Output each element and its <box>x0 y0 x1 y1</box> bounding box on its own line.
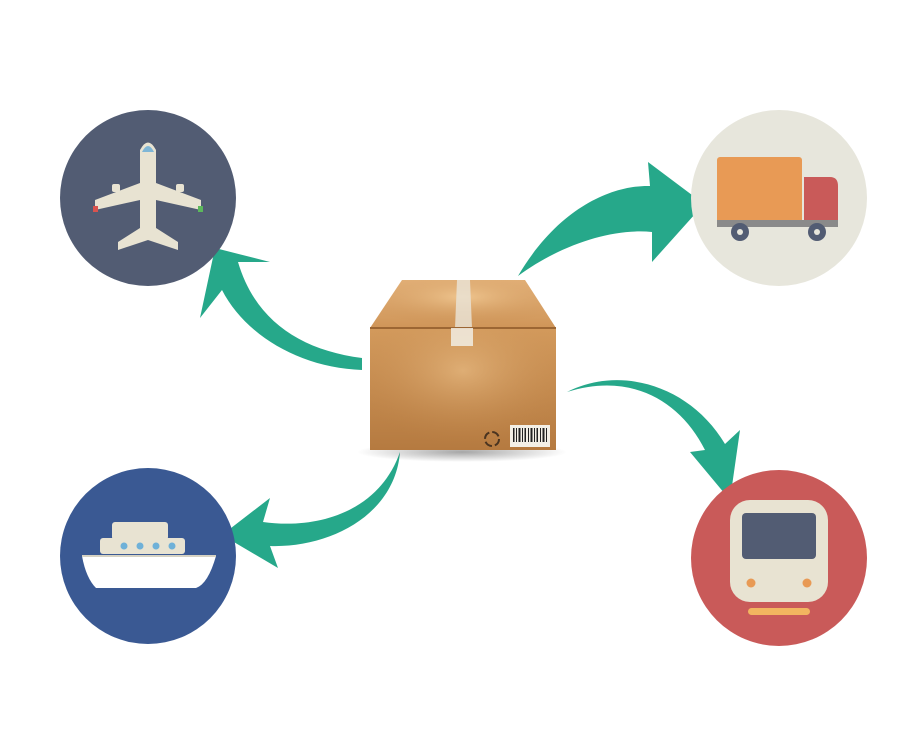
train-icon <box>730 500 828 615</box>
airplane-icon <box>93 142 203 250</box>
arrow-to-truck <box>518 162 704 276</box>
arrow-to-air <box>200 248 362 370</box>
arrow-to-train <box>567 380 740 500</box>
arrow-to-ship <box>222 452 400 568</box>
rail-transport-node <box>691 470 867 646</box>
sea-transport-node <box>60 468 236 644</box>
recycle-icon <box>484 431 500 447</box>
barcode-icon <box>510 425 550 447</box>
air-transport-node <box>60 110 236 286</box>
truck-icon <box>717 157 838 241</box>
ship-icon <box>82 522 216 588</box>
package-box-icon <box>357 280 567 462</box>
road-transport-node <box>691 110 867 286</box>
